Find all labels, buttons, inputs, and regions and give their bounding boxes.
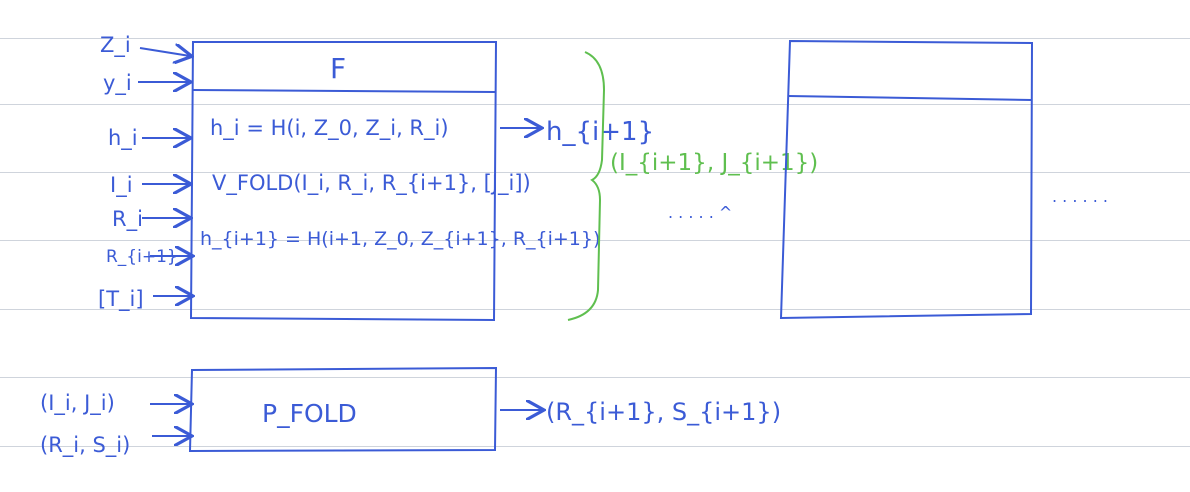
- ruled-line: [0, 172, 1190, 173]
- f-box-divider: [191, 89, 496, 93]
- f-input-label: [T_i]: [98, 287, 144, 312]
- input-arrow: [139, 48, 190, 56]
- pfold-output-label: (R_{i+1}, S_{i+1}): [546, 398, 781, 426]
- f-box-title: F: [330, 52, 346, 85]
- pfold-box-outline: [188, 366, 498, 453]
- pfold-box: [188, 366, 498, 453]
- f-input-label: h_i: [108, 126, 138, 151]
- f-input-label: R_i: [112, 207, 143, 232]
- f-output-label: h_{i+1}: [546, 117, 654, 147]
- ruled-line: [0, 240, 1190, 241]
- f-box-line-3: h_{i+1} = H(i+1, Z_0, Z_{i+1}, R_{i+1}): [200, 228, 600, 250]
- f-input-label: R_{i+1}: [106, 247, 178, 267]
- ruled-line: [0, 38, 1190, 39]
- ruled-line: [0, 446, 1190, 447]
- bracket-label: (I_{i+1}, J_{i+1}): [610, 150, 818, 176]
- continuation-dots: . . . . . ^: [668, 203, 732, 222]
- next-f-box-outline: [779, 39, 1034, 320]
- ruled-line: [0, 377, 1190, 378]
- ruled-line: [0, 309, 1190, 310]
- ruled-line: [0, 104, 1190, 105]
- next-f-box: [779, 39, 1034, 320]
- green-brace: [567, 51, 606, 321]
- pfold-input-label: (R_i, S_i): [40, 433, 130, 458]
- f-box-line-1: h_i = H(i, Z_0, Z_i, R_i): [210, 116, 449, 141]
- f-input-label: Z_i: [100, 33, 131, 58]
- trailing-dots: . . . . . .: [1052, 187, 1108, 206]
- f-input-label: I_i: [110, 173, 133, 198]
- f-input-label: y_i: [103, 71, 132, 96]
- next-f-box-divider: [787, 95, 1033, 101]
- pfold-title: P_FOLD: [262, 399, 357, 428]
- f-box-line-2: V_FOLD(I_i, R_i, R_{i+1}, [J_i]): [212, 171, 531, 196]
- pfold-input-label: (I_i, J_i): [40, 391, 115, 416]
